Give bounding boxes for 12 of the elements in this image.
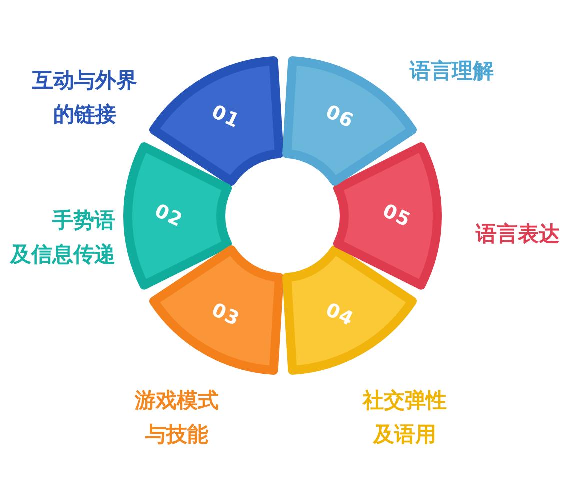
segment-number: 03: [208, 299, 244, 332]
segment-number: 05: [380, 200, 416, 232]
segment-label: 社交弹性及语用: [363, 387, 447, 448]
segment-number: 02: [150, 200, 186, 232]
segment-number: 06: [322, 100, 358, 133]
segment-label: 手势语及信息传递: [10, 207, 116, 268]
segment-number: 04: [322, 299, 358, 332]
segment-label: 互动与外界的链接: [32, 67, 138, 128]
segment-label: 语言表达: [474, 221, 561, 248]
segment-label: 语言理解: [408, 58, 495, 86]
segment-label: 游戏模式与技能: [135, 387, 219, 448]
segment-number: 01: [208, 100, 244, 133]
